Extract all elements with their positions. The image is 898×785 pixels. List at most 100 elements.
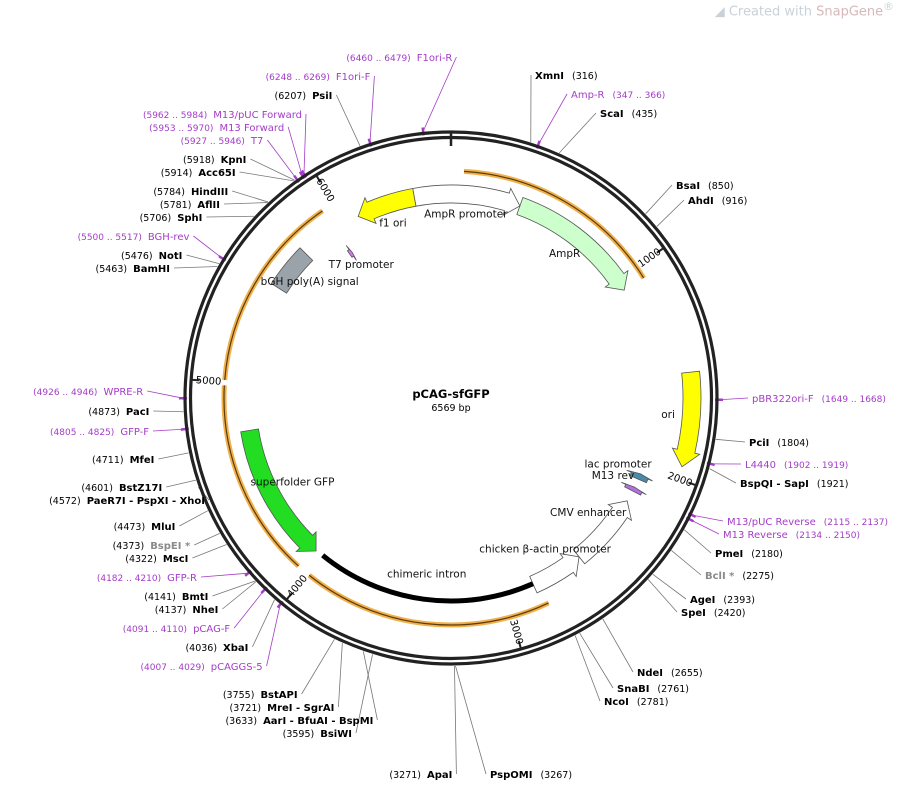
tick-3000 xyxy=(517,640,522,649)
feature-chicken-actin-promoter[interactable] xyxy=(529,552,580,594)
enzyme-pcii[interactable]: PciI(1804) xyxy=(749,438,809,449)
enzyme-bstapi[interactable]: (3755) BstAPI xyxy=(223,690,298,701)
enzyme-position: (4601) xyxy=(81,483,113,494)
enzyme-position: (4141) xyxy=(144,592,176,603)
primer-pcag-f[interactable]: (4091 .. 4110)pCAG-F xyxy=(123,624,231,635)
enzyme-bspei[interactable]: (4373)BspEI * xyxy=(113,541,191,552)
primer-m13-puc-forward[interactable]: (5962 .. 5984)M13/pUC Forward xyxy=(143,110,302,121)
enzyme-bamhi[interactable]: (5463)BamHI xyxy=(96,264,170,275)
enzyme-mfei[interactable]: (4711)MfeI xyxy=(92,455,154,466)
leader-line xyxy=(287,126,303,176)
enzyme-pmei[interactable]: PmeI(2180) xyxy=(715,549,783,560)
enzyme-name: AhdI xyxy=(688,196,714,207)
enzyme-apai[interactable]: (3271)ApaI xyxy=(389,770,452,781)
leader-line xyxy=(652,574,687,600)
feature-m13-rev[interactable] xyxy=(621,481,647,496)
enzyme-name: NcoI xyxy=(604,697,629,708)
enzyme-scai[interactable]: ScaI(435) xyxy=(600,109,657,120)
watermark-prefix: Created with xyxy=(728,4,812,20)
enzyme-bsiwi[interactable]: (3595)BsiWI xyxy=(283,729,352,740)
enzyme-position: (3755) xyxy=(223,690,255,701)
feature-label: CMV enhancer xyxy=(550,507,627,519)
feature-cmv-enhancer[interactable] xyxy=(572,500,633,565)
primer-f1ori-f[interactable]: (6248 .. 6269)F1ori-F xyxy=(266,72,371,83)
enzyme-acc65i[interactable]: (5914)Acc65I xyxy=(161,168,236,179)
leader-line xyxy=(656,199,685,227)
enzyme-position: (2420) xyxy=(714,608,746,619)
feature-f1-ori[interactable] xyxy=(357,188,417,225)
enzyme-name: BstAPI xyxy=(260,690,297,701)
enzyme-ncoi[interactable]: NcoI(2781) xyxy=(604,697,668,708)
enzyme-kpni[interactable]: (5918)KpnI xyxy=(183,155,246,166)
primer-amp-r[interactable]: Amp-R(347 .. 366) xyxy=(571,90,665,101)
leader-line xyxy=(303,113,307,174)
enzyme-mrei-sgrai[interactable]: (3721)MreI - SgrAI xyxy=(230,703,335,714)
feature-label: AmpR promoter xyxy=(424,209,508,221)
tick-6000 xyxy=(315,175,322,183)
enzyme-msci[interactable]: (4322)MscI xyxy=(125,554,188,565)
feature-label: chimeric intron xyxy=(387,568,466,580)
enzyme-aari-bfuai-bspmi[interactable]: (3633)AarI - BfuAI - BspMI xyxy=(225,716,373,727)
feature-ori[interactable] xyxy=(671,370,702,468)
enzyme-paci[interactable]: (4873)PacI xyxy=(88,407,149,418)
enzyme-position: (850) xyxy=(708,181,734,192)
enzyme-pspomi[interactable]: PspOMI(3267) xyxy=(490,770,572,781)
feature-ampr[interactable] xyxy=(516,196,629,291)
enzyme-name: SpeI xyxy=(681,608,706,619)
primer-m13-puc-reverse[interactable]: M13/pUC Reverse(2115 .. 2137) xyxy=(727,517,888,528)
enzyme-ndei[interactable]: NdeI(2655) xyxy=(637,668,703,679)
enzyme-psii[interactable]: (6207)PsiI xyxy=(275,91,333,102)
enzyme-name: MscI xyxy=(163,554,189,565)
feature-superfolder-gfp[interactable] xyxy=(240,428,317,552)
primer-gfp-r[interactable]: (4182 .. 4210)GFP-R xyxy=(97,573,197,584)
enzyme-mlui[interactable]: (4473)MluI xyxy=(114,522,176,533)
enzyme-name: Acc65I xyxy=(198,168,235,179)
primer-bgh-rev[interactable]: (5500 .. 5517)BGH-rev xyxy=(78,232,190,243)
enzyme-bmti[interactable]: (4141)BmtI xyxy=(144,592,208,603)
feature-t7-promoter[interactable] xyxy=(345,245,357,261)
leader-line xyxy=(338,642,343,708)
tick-label: 2000 xyxy=(666,471,694,490)
enzyme-position: (3595) xyxy=(283,729,315,740)
enzyme-bcli[interactable]: BclI *(2275) xyxy=(705,571,774,582)
enzyme-sphi[interactable]: (5706)SphI xyxy=(140,213,203,224)
watermark-mark: ® xyxy=(883,0,894,13)
leader-line xyxy=(223,202,268,205)
enzyme-name: BspQI - SapI xyxy=(740,479,809,490)
primer-pbr322ori-f[interactable]: pBR322ori-F(1649 .. 1668) xyxy=(752,394,886,405)
leader-line xyxy=(153,410,184,413)
primer-range: (6248 .. 6269) xyxy=(266,73,330,83)
feature-bgh-poly-a-signal[interactable] xyxy=(270,247,314,294)
primer-range: (2115 .. 2137) xyxy=(824,518,888,528)
primer-l4440[interactable]: L4440(1902 .. 1919) xyxy=(745,460,848,471)
primer-t7[interactable]: (5927 .. 5946)T7 xyxy=(181,136,264,147)
feature-chimeric-intron[interactable] xyxy=(321,553,534,604)
enzyme-xmni[interactable]: XmnI(316) xyxy=(535,71,598,82)
enzyme-position: (5918) xyxy=(183,155,215,166)
primer-pcaggs-5[interactable]: (4007 .. 4029)pCAGGS-5 xyxy=(141,662,263,673)
primer-f1ori-r[interactable]: (6460 .. 6479)F1ori-R xyxy=(346,53,452,64)
primer-name: WPRE-R xyxy=(103,387,143,398)
feature-ampr-promoter[interactable] xyxy=(412,184,521,217)
primer-m13-reverse[interactable]: M13 Reverse(2134 .. 2150) xyxy=(723,530,860,541)
enzyme-agei[interactable]: AgeI(2393) xyxy=(690,595,755,606)
enzyme-xbai[interactable]: (4036)XbaI xyxy=(185,643,248,654)
enzyme-paer7i-pspxi-xhoi[interactable]: (4572)PaeR7I - PspXI - XhoI xyxy=(49,496,205,507)
primer-gfp-f[interactable]: (4805 .. 4825)GFP-F xyxy=(50,427,149,438)
enzyme-snabi[interactable]: SnaBI(2761) xyxy=(617,684,689,695)
enzyme-bsai[interactable]: BsaI(850) xyxy=(676,181,734,192)
enzyme-noti[interactable]: (5476)NotI xyxy=(121,251,182,262)
enzyme-ahdi[interactable]: AhdI(916) xyxy=(688,196,747,207)
enzyme-nhei[interactable]: (4137)NheI xyxy=(155,605,219,616)
enzyme-spei[interactable]: SpeI (2420) xyxy=(681,608,745,619)
primer-m13-forward[interactable]: (5953 .. 5970)M13 Forward xyxy=(149,123,284,134)
leader-line xyxy=(200,572,249,578)
enzyme-hindiii[interactable]: (5784)HindIII xyxy=(153,187,228,198)
primer-wpre-r[interactable]: (4926 .. 4946)WPRE-R xyxy=(33,387,143,398)
enzyme-aflii[interactable]: (5781)AflII xyxy=(160,200,220,211)
enzyme-bspqi-sapi[interactable]: BspQI - SapI(1921) xyxy=(740,479,849,490)
feature-lac-promoter[interactable] xyxy=(626,469,653,484)
primer-range: (5500 .. 5517) xyxy=(78,233,142,243)
enzyme-bstz17i[interactable]: (4601)BstZ17I xyxy=(81,483,162,494)
